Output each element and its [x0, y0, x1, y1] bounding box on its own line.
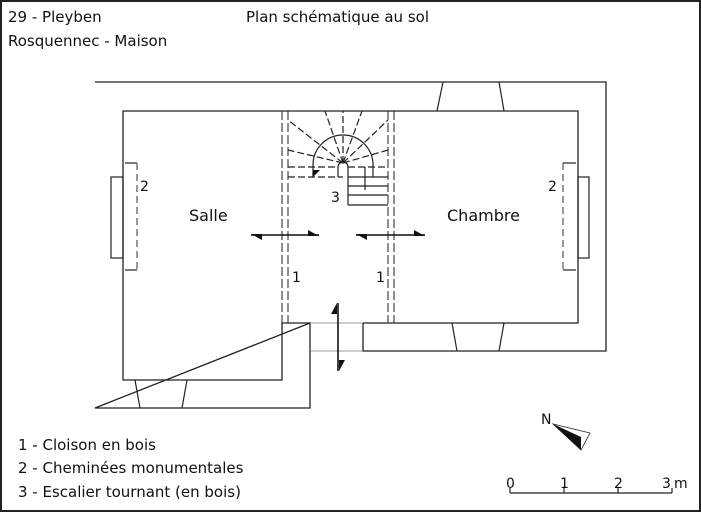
fireplace-left-hearth: [110, 176, 124, 259]
marker-stair: 3: [331, 190, 340, 206]
arrow-chambre: [356, 230, 425, 240]
legend-item-1: 1 - Cloison en bois: [18, 436, 156, 454]
winder: [342, 149, 389, 164]
location-line-2: Rosquennec - Maison: [8, 32, 168, 50]
scale-label-3: 3: [662, 476, 671, 492]
salle-inner-wall: [122, 110, 310, 381]
fireplace-right-hearth: [577, 176, 590, 259]
fireplace-left: [110, 162, 138, 271]
window-chambre-right-jamb: [498, 322, 505, 352]
marker-partition-right: 1: [376, 270, 385, 286]
stair-arrow-marker: [313, 170, 320, 177]
outer-wall: [94, 81, 607, 409]
north-arrow-fill: [553, 424, 581, 450]
window-salle-right-jamb: [181, 379, 188, 409]
stair-handrail-arc: [312, 134, 374, 177]
window-top-left-jamb: [436, 81, 444, 112]
scale-bar: 0 1 2 3 m: [506, 476, 688, 494]
scale-label-2: 2: [614, 476, 623, 492]
winder: [342, 119, 389, 164]
scale-label-0: 0: [506, 476, 515, 492]
windows: [134, 81, 505, 409]
marker-fireplace-right: 2: [548, 179, 557, 195]
window-salle-left-jamb: [134, 379, 141, 409]
circulation-arrows: [251, 230, 425, 371]
arrow-salle: [251, 230, 319, 240]
legend-item-2: 2 - Cheminées monumentales: [18, 459, 244, 477]
scale-label-1: 1: [560, 476, 569, 492]
winder: [287, 119, 344, 164]
arrow-entrance: [331, 303, 345, 371]
room-label-salle: Salle: [189, 206, 228, 225]
winder: [342, 110, 363, 164]
stair-newel: [337, 161, 349, 205]
window-top-right-jamb: [498, 81, 505, 112]
marker-partition-left: 1: [292, 270, 301, 286]
marker-fireplace-left: 2: [140, 179, 149, 195]
chambre-inner-wall: [282, 110, 579, 324]
room-label-chambre: Chambre: [447, 206, 520, 225]
window-chambre-left-jamb: [451, 322, 458, 352]
winder: [324, 110, 344, 164]
legend-item-3: 3 - Escalier tournant (en bois): [18, 483, 241, 501]
walls: [94, 81, 607, 409]
plan-title: Plan schématique au sol: [246, 8, 429, 26]
north-label: N: [541, 412, 551, 428]
doorway: [310, 322, 363, 352]
north-arrow: N: [541, 412, 591, 451]
stair-winders: [287, 110, 389, 178]
fireplace-right: [562, 162, 590, 271]
partitions: [281, 111, 395, 323]
scale-unit: m: [674, 476, 688, 492]
stair: [287, 110, 389, 206]
location-line-1: 29 - Pleyben: [8, 8, 102, 26]
